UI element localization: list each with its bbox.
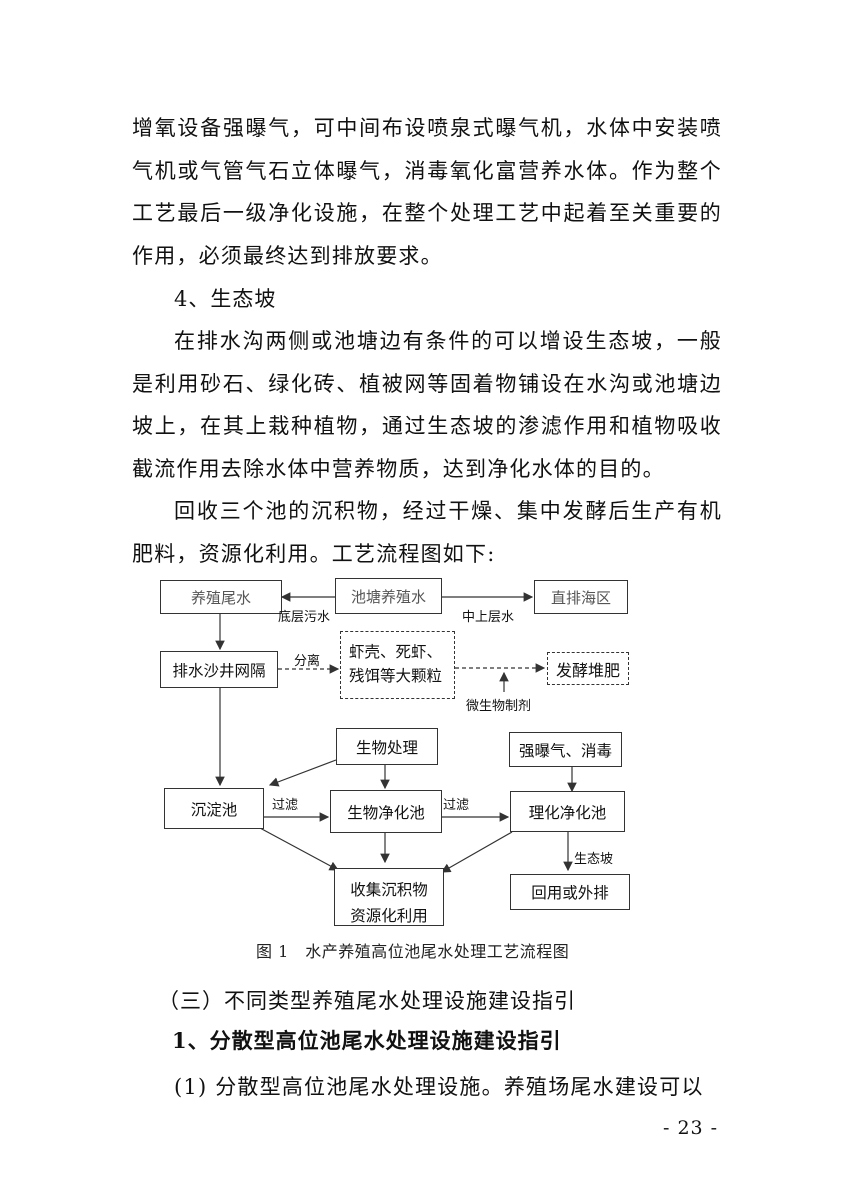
large-particles-line1: 虾壳、死虾、 [349, 643, 443, 661]
paragraph-recycle: 回收三个池的沉积物，经过干燥、集中发酵后生产有机肥料，资源化利用。工艺流程图如下… [132, 499, 722, 566]
heading-eco-slope: 4、生态坡 [174, 287, 277, 311]
figure-caption: 图 1 水产养殖高位池尾水处理工艺流程图 [256, 942, 570, 961]
box-sediment-pond: 沉淀池 [164, 788, 264, 829]
box-bio-treatment: 生物处理 [336, 728, 438, 765]
box-reuse: 回用或外排 [510, 874, 630, 910]
label-upper-water: 中上层水 [462, 610, 515, 625]
box-physchem-pond: 理化净化池 [510, 791, 625, 832]
process-flow-diagram: 养殖尾水 池塘养殖水 直排海区 底层污水 中上层水 排水沙井网隔 分离 虾壳、死… [150, 570, 630, 930]
subsection-heading: 1、分散型高位池尾水处理设施建设指引 [172, 1028, 562, 1053]
large-particles-line2: 残饵等大颗粒 [349, 667, 443, 685]
box-direct-sea: 直排海区 [534, 580, 628, 614]
paragraph-aeration: 增氧设备强曝气，可中间布设喷泉式曝气机，水体中安装喷气机或气管气石立体曝气，消毒… [132, 116, 722, 268]
box-pond-water: 池塘养殖水 [335, 578, 442, 614]
arrow-bio-to-sediment [268, 759, 337, 787]
page-number: - 23 - [663, 1117, 719, 1139]
label-bottom-water: 底层污水 [278, 610, 331, 625]
box-bio-pond: 生物净化池 [330, 790, 442, 833]
paragraph-distributed: (1) 分散型高位池尾水处理设施。养殖场尾水建设可以 [174, 1075, 704, 1099]
section-heading: （三）不同类型养殖尾水处理设施建设指引 [158, 989, 576, 1013]
collect-line2: 资源化利用 [350, 907, 428, 925]
label-filter-2: 过滤 [443, 798, 470, 813]
box-tail-water: 养殖尾水 [160, 580, 282, 614]
box-compost: 发酵堆肥 [547, 652, 629, 685]
label-microbe: 微生物制剂 [466, 699, 532, 714]
box-sand-well: 排水沙井网隔 [160, 651, 278, 688]
arrow-sediment-to-collect [259, 827, 340, 871]
label-filter-1: 过滤 [272, 798, 299, 813]
arrow-physchem-to-collect [440, 831, 513, 873]
box-collect-sediment: 收集沉积物 资源化利用 [334, 868, 444, 926]
label-separate: 分离 [294, 654, 321, 669]
label-eco-slope: 生态坡 [574, 852, 614, 867]
paragraph-eco-slope: 在排水沟两侧或池塘边有条件的可以增设生态坡，一般是利用砂石、绿化砖、植被网等固着… [132, 329, 722, 481]
box-strong-aeration: 强曝气、消毒 [509, 732, 622, 767]
collect-line1: 收集沉积物 [350, 881, 428, 899]
box-large-particles: 虾壳、死虾、 残饵等大颗粒 [340, 631, 455, 699]
flow-arrows [215, 592, 577, 873]
